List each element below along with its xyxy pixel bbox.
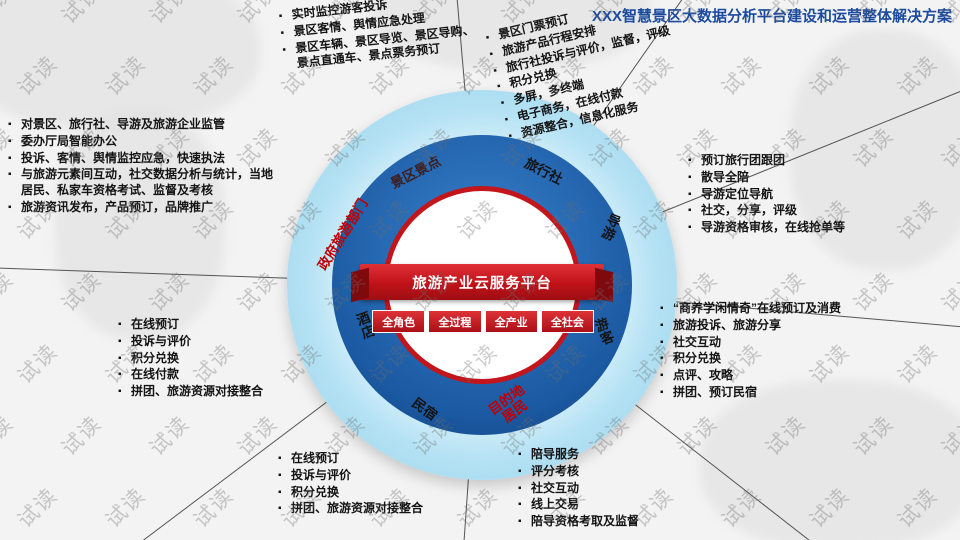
world-map-shape (0, 0, 260, 130)
bullet-item: 拼团、预订民宿 (660, 385, 946, 401)
slide-title: XXX智慧景区大数据分析平台建设和运营整体解决方案 (591, 8, 952, 25)
bullet-block-hotel: 在线预订投诉与评价积分兑换在线付款拼团、旅游资源对接整合 (118, 316, 314, 401)
bullet-item: 积分兑换 (278, 485, 494, 501)
bullet-block-tour-guide: 预订旅行团跟团散导全陪导游定位导航社交，分享，评级导游资格审核，在线抢单等 (688, 152, 894, 237)
bullet-block-homestay: 在线预订投诉与评价积分兑换拼团、旅游资源对接整合 (278, 450, 494, 518)
bullet-item: 投诉、客情、舆情监控应急，快速执法 (8, 151, 284, 167)
bullet-item: 点评、攻略 (660, 368, 946, 384)
bullet-item: 旅游投诉、旅游分享 (660, 318, 946, 334)
bullet-item: 社交互动 (518, 481, 728, 497)
bullet-block-residents: 陪导服务评分考核社交互动线上交易陪导资格考取及监督 (518, 446, 728, 531)
bullet-item: 评分考核 (518, 464, 728, 480)
platform-ribbon: 旅游产业云服务平台 (360, 264, 604, 300)
scope-boxes: 全角色 全过程 全产业 全社会 (372, 310, 594, 333)
platform-title: 旅游产业云服务平台 (412, 275, 552, 292)
scope-box-whole-industry: 全产业 (484, 310, 538, 333)
bullet-item: 社交，分享，评级 (688, 203, 894, 219)
scope-box-whole-process: 全过程 (428, 310, 482, 333)
bullet-item: 散导全陪 (688, 170, 894, 186)
bullet-item: 在线预订 (118, 317, 314, 333)
bullet-item: 积分兑换 (118, 351, 314, 367)
bullet-item: 投诉与评价 (118, 334, 314, 350)
bullet-item: 预订旅行团跟团 (688, 153, 894, 169)
bullet-item: 在线付款 (118, 367, 314, 383)
bullet-item: 导游资格审核，在线抢单等 (688, 220, 894, 236)
bullet-item: 陪导资格考取及监督 (518, 514, 728, 530)
bullet-item: 旅游资讯发布，产品预订，品牌推广 (8, 200, 284, 216)
bullet-item: 拼团、旅游资源对接整合 (118, 384, 314, 400)
bullet-item: 线上交易 (518, 497, 728, 513)
world-map-shape (700, 380, 960, 540)
bullet-item: “商养学闲情奇”在线预订及消费 (660, 301, 946, 317)
scope-box-whole-society: 全社会 (540, 310, 594, 333)
bullet-block-government: 对景区、旅行社、导游及旅游企业监管委办厅局智能办公投诉、客情、舆情监控应急，快速… (8, 116, 284, 217)
bullet-item: 对景区、旅行社、导游及旅游企业监管 (8, 117, 284, 133)
bullet-item: 委办厅局智能办公 (8, 134, 284, 150)
bullet-item: 拼团、旅游资源对接整合 (278, 501, 494, 517)
bullet-item: 在线预订 (278, 451, 494, 467)
scope-box-all-roles: 全角色 (372, 310, 426, 333)
bullet-item: 投诉与评价 (278, 468, 494, 484)
bullet-item: 导游定位导航 (688, 187, 894, 203)
bullet-item: 与旅游元素间互动，社交数据分析与统计，当地居民、私家车资格考试、监督及考核 (8, 167, 284, 199)
bullet-item: 陪导服务 (518, 447, 728, 463)
bullet-item: 积分兑换 (660, 351, 946, 367)
bullet-item: 社交互动 (660, 335, 946, 351)
bullet-block-tourist: “商养学闲情奇”在线预订及消费旅游投诉、旅游分享社交互动积分兑换点评、攻略拼团、… (660, 300, 946, 402)
